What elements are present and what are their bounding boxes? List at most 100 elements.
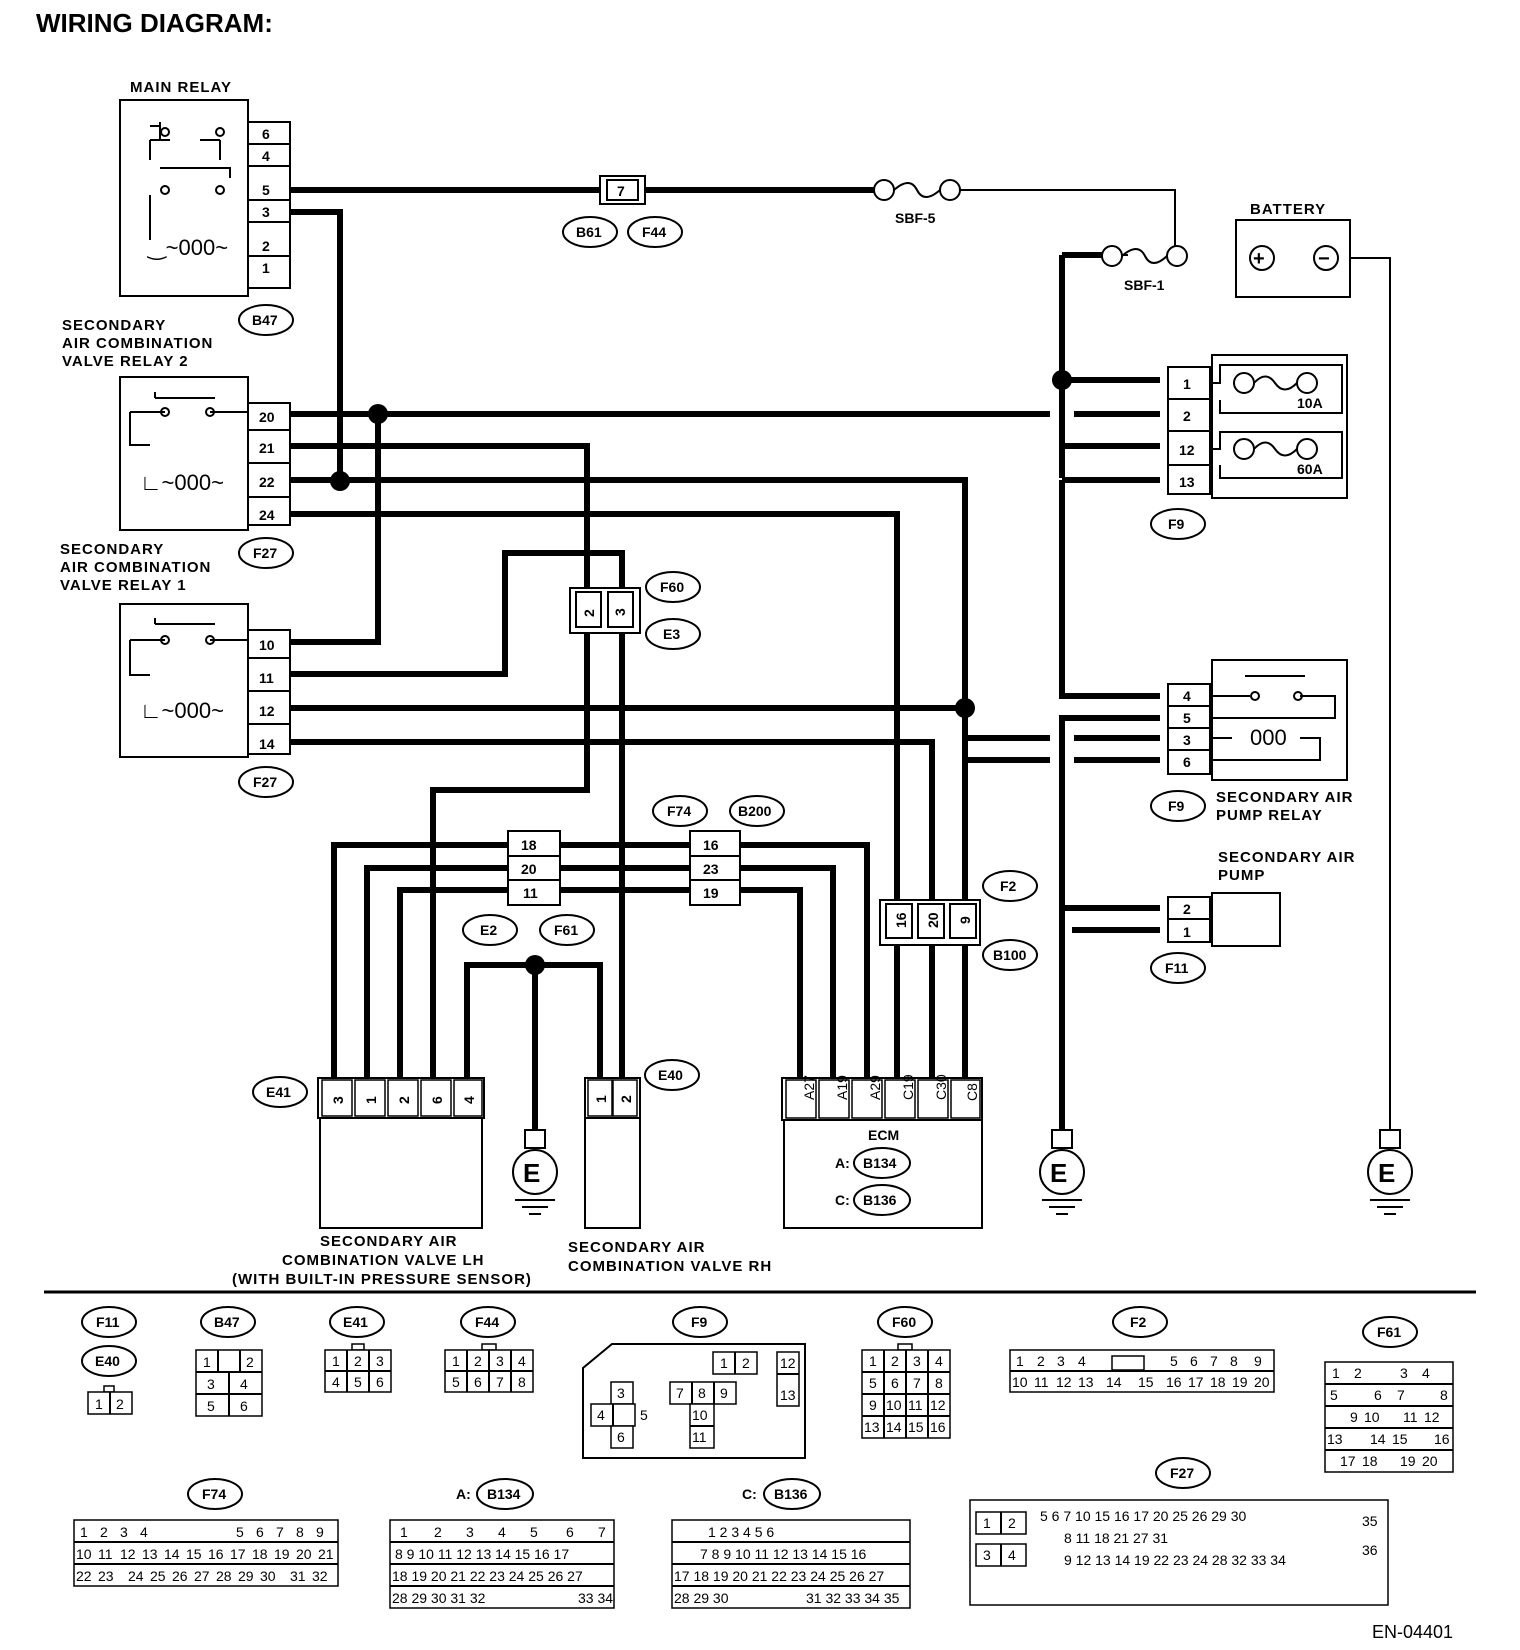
connector-tag: F2 xyxy=(1000,878,1017,894)
connector-tag: B61 xyxy=(576,224,602,240)
pin-label: 1 xyxy=(262,260,270,276)
svg-text:7: 7 xyxy=(676,1385,684,1401)
ground-icon: E xyxy=(1050,1158,1067,1188)
connector-tag: B136 xyxy=(774,1486,808,1502)
svg-text:2: 2 xyxy=(1354,1365,1362,1381)
svg-text:20: 20 xyxy=(296,1546,312,1562)
svg-text:2: 2 xyxy=(1037,1353,1045,1369)
connector-tag: B200 xyxy=(738,803,772,819)
pin-label: A19 xyxy=(834,1075,850,1100)
svg-text:23: 23 xyxy=(98,1568,114,1584)
inline-connector-b61: 7 B61 F44 xyxy=(562,175,683,248)
svg-text:15: 15 xyxy=(1138,1374,1154,1390)
pump-label-line1: SECONDARY AIR xyxy=(1218,849,1355,866)
pin-label: 4 xyxy=(1183,688,1191,704)
svg-text:30: 30 xyxy=(260,1568,276,1584)
svg-text:13: 13 xyxy=(780,1387,796,1403)
svg-text:14: 14 xyxy=(886,1419,902,1435)
svg-text:4: 4 xyxy=(1008,1547,1016,1563)
svg-text:12: 12 xyxy=(1056,1374,1072,1390)
pin-label: 3 xyxy=(1183,732,1191,748)
svg-text:7 8 9 10 11 12 13 14 15 16: 7 8 9 10 11 12 13 14 15 16 xyxy=(700,1546,867,1562)
svg-text:31: 31 xyxy=(290,1568,306,1584)
svg-text:8: 8 xyxy=(296,1524,304,1540)
junction-dot xyxy=(955,698,975,718)
svg-text:3: 3 xyxy=(1057,1353,1065,1369)
pin-label: 6 xyxy=(262,126,270,142)
svg-text:6: 6 xyxy=(256,1524,264,1540)
svg-text:4: 4 xyxy=(498,1524,506,1540)
svg-text:6: 6 xyxy=(474,1374,482,1390)
connector-tag: B134 xyxy=(487,1486,521,1502)
connector-tag: F9 xyxy=(1168,516,1185,532)
pin-label: 22 xyxy=(259,474,275,490)
pin-label: 7 xyxy=(617,183,625,199)
svg-text:6: 6 xyxy=(566,1524,574,1540)
pin-label: 16 xyxy=(893,912,909,928)
svg-text:9 12 13 14 19 22 23 24 28 32 3: 9 12 13 14 19 22 23 24 28 32 33 34 xyxy=(1064,1552,1286,1568)
valve-lh-label-line2: COMBINATION VALVE LH xyxy=(282,1252,485,1269)
svg-text:18: 18 xyxy=(1362,1453,1378,1469)
ecm-label: ECM xyxy=(868,1127,899,1143)
svg-text:3: 3 xyxy=(376,1353,384,1369)
ground-icon: E xyxy=(1378,1158,1395,1188)
pump-relay-label-line2: PUMP RELAY xyxy=(1216,807,1323,824)
svg-text:8: 8 xyxy=(518,1374,526,1390)
secondary-air-combination-valve-relay-2: SECONDARY AIR COMBINATION VALVE RELAY 2 … xyxy=(62,317,294,569)
fuse-box-f9: 1 2 12 13 10A 60A F9 xyxy=(1150,354,1348,540)
ground-2: E xyxy=(1039,1129,1085,1215)
secondary-air-combination-valve-rh: 1 2 E40 SECONDARY AIR COMBINATION VALVE … xyxy=(568,1059,771,1275)
connector-tag: F44 xyxy=(642,224,666,240)
svg-text:9: 9 xyxy=(1254,1353,1262,1369)
connector-tag: F27 xyxy=(253,774,277,790)
svg-text:16: 16 xyxy=(1434,1431,1450,1447)
connector-tag: F27 xyxy=(1170,1465,1194,1481)
pin-label: 21 xyxy=(259,440,275,456)
pin-label: 3 xyxy=(262,204,270,220)
figure-id: EN-04401 xyxy=(1372,1622,1453,1642)
svg-text:2: 2 xyxy=(354,1353,362,1369)
pin-label: C19 xyxy=(900,1074,916,1100)
pin-label: C8 xyxy=(964,1083,980,1101)
connector-tag: B136 xyxy=(863,1192,897,1208)
svg-text:14: 14 xyxy=(1106,1374,1122,1390)
fuse-rating: 60A xyxy=(1297,461,1323,477)
svg-text:13: 13 xyxy=(142,1546,158,1562)
svg-text:13: 13 xyxy=(1327,1431,1343,1447)
pin-label: 23 xyxy=(703,861,719,877)
pin-label: A29 xyxy=(867,1075,883,1100)
fuse-sbf-1: SBF-1 xyxy=(1101,245,1188,293)
svg-text:3: 3 xyxy=(913,1353,921,1369)
fuse-label: SBF-1 xyxy=(1124,277,1165,293)
svg-text:1: 1 xyxy=(720,1355,728,1371)
connector-tag: F74 xyxy=(202,1486,226,1502)
svg-text:10: 10 xyxy=(1012,1374,1028,1390)
connector-tag: F61 xyxy=(554,922,578,938)
relay2-label-line2: AIR COMBINATION xyxy=(62,335,213,352)
main-relay-pins: 6 4 5 3 2 1 xyxy=(247,121,291,289)
main-relay-label: MAIN RELAY xyxy=(130,79,232,96)
pin-label: 3 xyxy=(330,1096,346,1104)
svg-text:31 32 33 34 35: 31 32 33 34 35 xyxy=(806,1590,900,1606)
coil-icon: ∟~000~ xyxy=(140,470,224,495)
pin-label: 14 xyxy=(259,736,275,752)
pin-label: 12 xyxy=(259,703,275,719)
pin-label: 1 xyxy=(593,1095,609,1103)
svg-text:1: 1 xyxy=(983,1515,991,1531)
svg-text:3: 3 xyxy=(120,1524,128,1540)
svg-text:24: 24 xyxy=(128,1568,144,1584)
svg-text:10: 10 xyxy=(1364,1409,1380,1425)
svg-text:1: 1 xyxy=(203,1354,211,1370)
svg-text:9: 9 xyxy=(720,1385,728,1401)
svg-text:7: 7 xyxy=(913,1375,921,1391)
svg-text:3: 3 xyxy=(1400,1365,1408,1381)
svg-text:11: 11 xyxy=(692,1429,707,1445)
connector-tag: F11 xyxy=(1165,960,1189,976)
junction-dot xyxy=(1052,370,1072,390)
pin-label: 20 xyxy=(259,409,275,425)
relay2-label-line3: VALVE RELAY 2 xyxy=(62,353,189,370)
secondary-air-combination-valve-lh: E41 3 1 2 6 4 SECONDARY AIR COMBINATION … xyxy=(232,1076,531,1288)
pin-label: 6 xyxy=(1183,754,1191,770)
pin-label: 2 xyxy=(1183,901,1191,917)
connector-tag: B134 xyxy=(863,1155,897,1171)
